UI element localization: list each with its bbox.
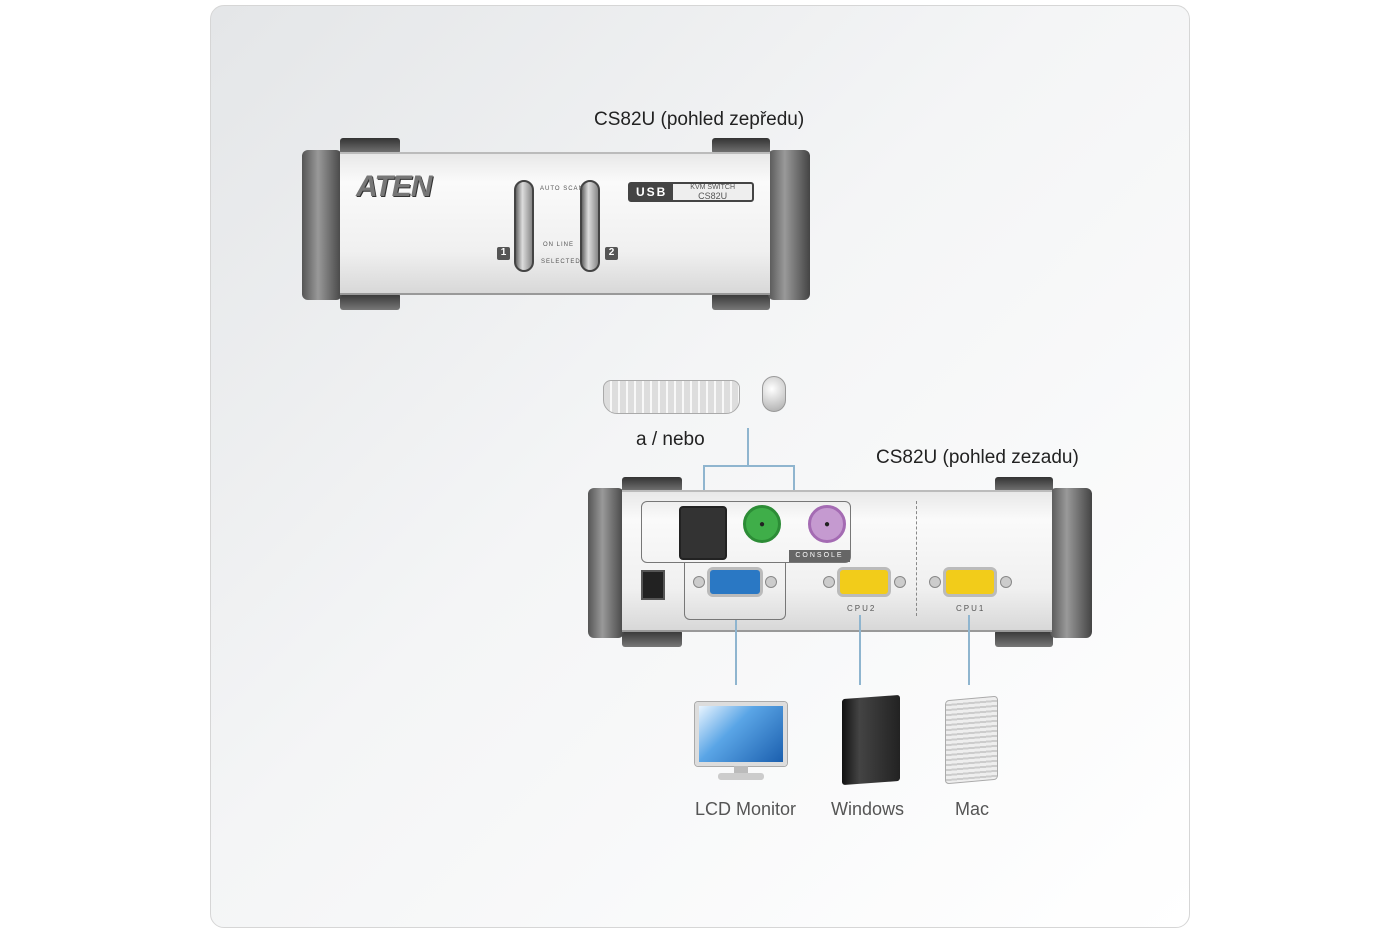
connector-line (703, 465, 705, 501)
cpu1-vga-port (943, 567, 997, 597)
console-group-outline (641, 501, 851, 563)
rear-view-title: CS82U (pohled zezadu) (876, 447, 1079, 468)
cpu2-label: CPU2 (847, 604, 877, 613)
selected-label: SELECTED (541, 259, 581, 265)
windows-pc-tower-icon (842, 694, 900, 786)
front-view-title: CS82U (pohled zepředu) (594, 109, 805, 130)
cpu2-vga-port (837, 567, 891, 597)
device-label-lcd-monitor: LCD Monitor (695, 799, 797, 819)
console-label: CONSOLE (789, 550, 850, 562)
port-2-button[interactable] (580, 180, 600, 272)
auto-scan-label: AUTO SCAN (540, 186, 584, 192)
connector-line (703, 465, 795, 467)
console-monitor-outline (684, 562, 786, 620)
mouse-icon (762, 376, 786, 412)
ps2-mouse-port: ● (743, 505, 781, 543)
connector-line (859, 615, 861, 685)
port-1-button[interactable] (514, 180, 534, 272)
device-label-windows: Windows (831, 799, 905, 819)
connector-line (968, 615, 970, 685)
aten-logo: ATEN (356, 170, 432, 203)
connector-line (735, 620, 737, 685)
divider (916, 501, 917, 616)
ps2-keyboard-port: ● (808, 505, 846, 543)
mac-pro-tower-icon (945, 695, 998, 785)
connector-line (747, 428, 749, 467)
device-label-mac: Mac (955, 799, 990, 819)
cpu1-label: CPU1 (956, 604, 986, 613)
power-jack (641, 570, 665, 600)
usb-ports (679, 506, 727, 560)
or-label: a / nebo (636, 429, 705, 450)
port-1-number: 1 (497, 247, 510, 260)
keyboard-icon (603, 380, 740, 414)
console-vga-port (707, 567, 763, 597)
connector-line (793, 465, 795, 501)
online-label: ON LINE (543, 242, 575, 248)
port-2-number: 2 (605, 247, 618, 260)
